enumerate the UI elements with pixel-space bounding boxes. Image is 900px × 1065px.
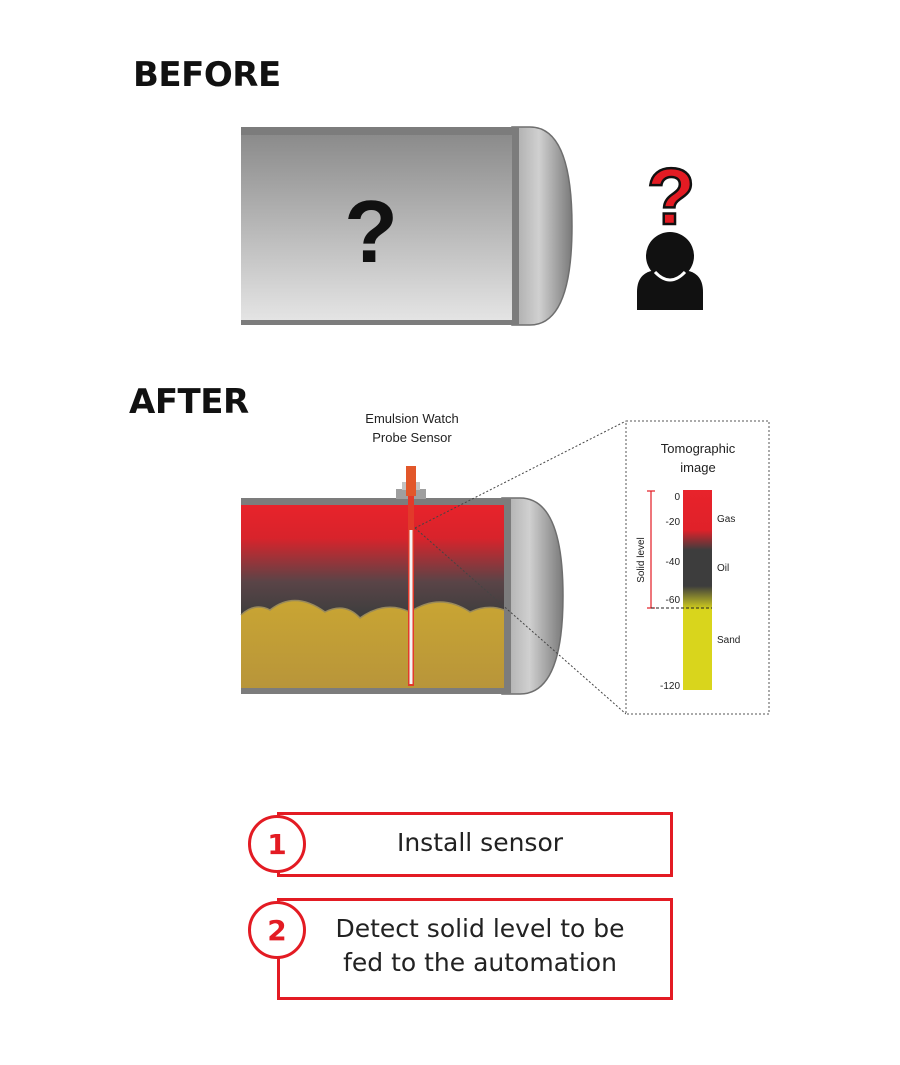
sensor-label-line2: Probe Sensor [372,430,452,445]
before-tank: ? [241,126,573,326]
step-2-box [277,898,673,1000]
probe-sensor [396,466,426,686]
tomographic-title-line2: image [680,460,715,475]
person-icon: ? [637,151,703,310]
tomographic-panel: Tomographic image 0 -20 -40 -60 -120 Gas… [625,420,770,715]
tomographic-title-line1: Tomographic [661,441,736,456]
layer-label-oil: Oil [717,563,729,574]
sensor-label-line1: Emulsion Watch [365,411,458,426]
zoom-line-top [414,420,627,529]
tick-label-2: -40 [666,557,681,568]
zoom-line-bottom [414,527,627,715]
tomographic-color-bar [683,490,712,690]
after-tank [240,497,564,695]
layer-label-sand: Sand [717,635,740,646]
step-2-number: 2 [248,901,306,959]
step-1-box [277,812,673,877]
tick-label-1: -20 [666,517,681,528]
question-icon: ? [647,152,696,241]
before-heading: BEFORE [133,55,281,95]
step-2-text-line2: fed to the automation [343,948,617,977]
layer-label-gas: Gas [717,514,735,525]
tick-label-0: 0 [674,492,680,503]
solid-level-label: Solid level [636,537,647,583]
step-1-text: Install sensor [396,828,564,857]
after-heading: AFTER [129,382,249,422]
tick-label-3: -60 [666,595,681,606]
tick-label-4: -120 [660,681,680,692]
solid-level-bracket [647,490,712,609]
step-2-text-line1: Detect solid level to be [335,914,625,943]
step-1-number: 1 [248,815,306,873]
tank-unknown-mark: ? [344,182,398,281]
